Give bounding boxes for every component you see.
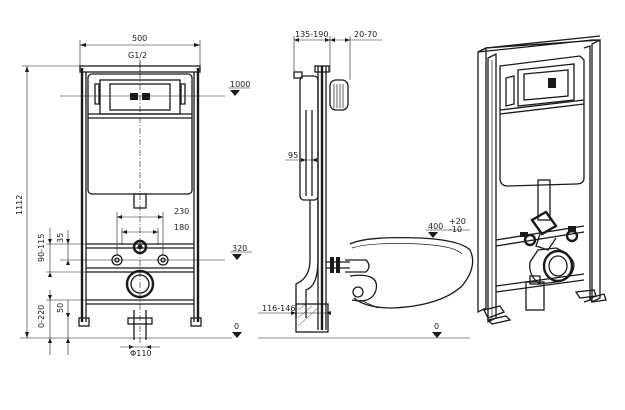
- flush-level-label: 1000: [230, 80, 250, 89]
- front-view: 500 G1/2: [15, 34, 252, 358]
- panel-label: 20-70: [354, 30, 377, 39]
- width-dimension: 500: [79, 34, 201, 66]
- pipe-offset-dimension: 95: [285, 151, 317, 162]
- bowl-tol-minus: -10: [449, 225, 462, 234]
- depth-dimension: 135-190: [293, 30, 331, 72]
- height-label: 1112: [15, 195, 24, 215]
- bowl-height-label: 400: [428, 222, 443, 231]
- panel-dimension: 20-70: [330, 30, 382, 80]
- side-view: 135-190 20-70 95: [258, 30, 474, 339]
- toilet-bowl: [349, 236, 474, 309]
- outlet-diameter-label: Φ110: [130, 349, 152, 358]
- flush-plate-side: [329, 79, 349, 111]
- pipe-offset-label: 95: [288, 151, 298, 160]
- inlet-spacing-label: 180: [174, 223, 189, 232]
- bowl-height-marker: 400 +20 -10: [426, 217, 470, 238]
- tank-range-dimension: 116-146: [258, 304, 331, 318]
- flush-level-marker: 1000: [228, 80, 250, 96]
- floor-range-dimension: 0-220 50: [37, 290, 86, 355]
- outlet-level-label: 320: [232, 244, 247, 253]
- inlet-spacing-dimension: 180: [121, 223, 189, 245]
- front-floor-marker: 0: [232, 322, 242, 338]
- depth-label: 135-190: [295, 30, 328, 39]
- floor-offset-label: 50: [56, 303, 65, 313]
- pan-offset-label: 35: [56, 233, 65, 243]
- side-floor-label: 0: [434, 322, 439, 331]
- pan-range-dimension: 90-115 35: [37, 228, 86, 277]
- connection-label: G1/2: [128, 51, 147, 60]
- isometric-view: [477, 35, 607, 325]
- side-floor-marker: 0: [432, 322, 442, 338]
- front-floor-label: 0: [234, 322, 239, 331]
- tank-range-label: 116-146: [262, 304, 295, 313]
- height-dimension: 1112: [15, 65, 80, 338]
- outlet-level-marker: 320: [230, 244, 252, 260]
- bolt-spacing-label: 230: [174, 207, 189, 216]
- pan-range-label: 90-115: [37, 234, 46, 262]
- width-label: 500: [132, 34, 147, 43]
- floor-range-label: 0-220: [37, 305, 46, 328]
- bolt-spacing-dimension: 230: [116, 207, 189, 255]
- outlet-diameter-dimension: Φ110: [120, 345, 160, 358]
- bowl-tol-plus: +20: [449, 217, 466, 226]
